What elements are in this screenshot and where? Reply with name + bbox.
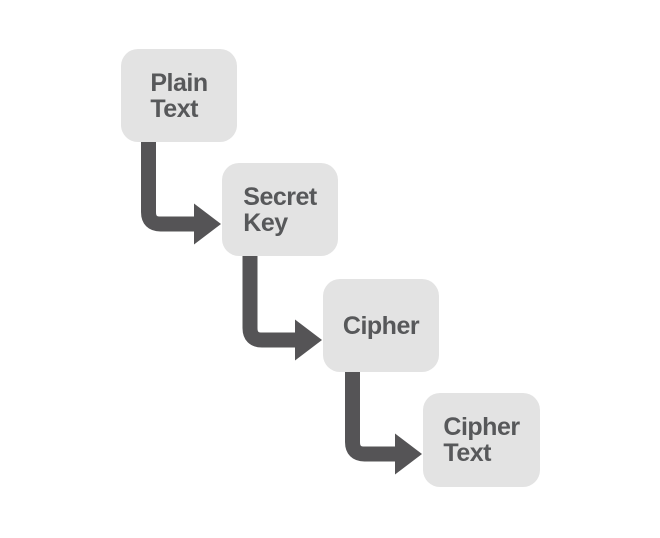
arrow-plain-to-secret bbox=[141, 136, 221, 245]
node-label: Plain Text bbox=[150, 68, 208, 123]
node-label-line: Key bbox=[243, 208, 288, 237]
arrow-elbow-line bbox=[141, 136, 194, 232]
arrow-elbow-line bbox=[242, 250, 295, 348]
node-cipher: Cipher bbox=[323, 279, 439, 372]
node-label-line: Cipher bbox=[443, 413, 520, 441]
arrow-secret-to-cipher bbox=[242, 250, 322, 361]
node-plain-text: Plain Text bbox=[121, 49, 237, 142]
node-label: Cipher bbox=[342, 311, 420, 340]
node-label: Cipher Text bbox=[443, 413, 520, 467]
node-label: Secret Key bbox=[243, 182, 317, 237]
arrow-cipher-to-ciphertext bbox=[345, 366, 422, 475]
node-label-line: Secret bbox=[243, 182, 317, 211]
node-label-line: Text bbox=[443, 439, 491, 467]
node-secret-key: Secret Key bbox=[222, 163, 338, 256]
node-label-line: Cipher bbox=[342, 311, 420, 340]
arrow-head-icon bbox=[194, 203, 221, 245]
node-label-line: Plain bbox=[150, 68, 208, 97]
node-cipher-text: Cipher Text bbox=[423, 393, 540, 487]
arrow-head-icon bbox=[395, 433, 422, 475]
arrow-head-icon bbox=[295, 319, 322, 361]
arrow-elbow-line bbox=[345, 366, 395, 462]
node-label-line: Text bbox=[150, 94, 198, 123]
